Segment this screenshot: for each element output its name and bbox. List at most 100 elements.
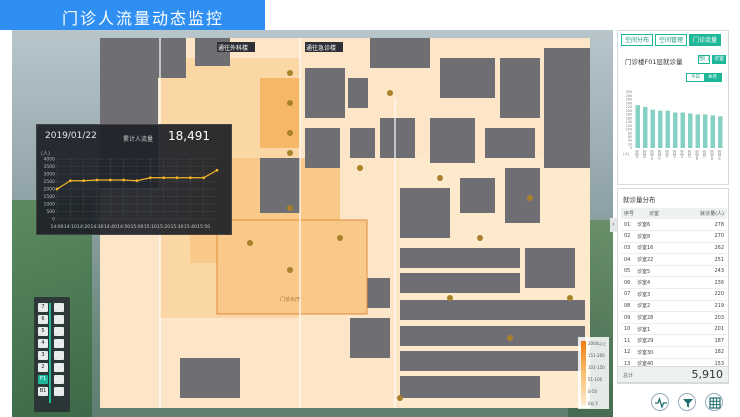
period-option-1[interactable]: 本月 <box>704 74 721 81</box>
bar <box>703 114 708 148</box>
bar-category-label: 诊室4 <box>672 150 677 158</box>
floor-label: 6 <box>41 316 45 322</box>
bar-category-label: 诊室28 <box>695 150 700 160</box>
room-bar-chart: 0204060801001201401601802002202402602803… <box>623 90 723 160</box>
floor-button-4[interactable]: 4 <box>38 339 48 348</box>
floor-button-f1[interactable]: F1 <box>38 375 48 384</box>
panel-collapse-handle[interactable]: › <box>610 218 617 232</box>
row-no: 08 <box>621 300 637 313</box>
floor-button-3[interactable]: 3 <box>38 351 48 360</box>
filter-button[interactable] <box>678 393 696 411</box>
bar-category-label: 诊室3 <box>680 150 685 158</box>
tab-1[interactable]: 空间管理 <box>655 34 688 46</box>
floor-button-5[interactable]: 5 <box>38 327 48 336</box>
bar-category-label: 诊室22 <box>657 150 662 160</box>
y-tick-label: 500 <box>46 209 55 215</box>
floor-button-b1[interactable]: B1 <box>38 387 48 396</box>
row-no: 06 <box>621 276 637 290</box>
grid-icon <box>709 397 721 409</box>
x-tick-label: 15:20 <box>157 224 170 230</box>
row-count: 201 <box>671 323 727 336</box>
y-tick-label: 2500 <box>44 179 56 185</box>
period-option-0[interactable]: 今日 <box>691 75 700 80</box>
flow-point <box>148 176 152 180</box>
bar-y-tick: 120 <box>626 124 632 128</box>
bar-y-tick: 140 <box>626 120 632 124</box>
row-room: 诊室5 <box>637 265 672 278</box>
floor-view-toggle[interactable] <box>54 363 64 372</box>
floor-button-6[interactable]: 6 <box>38 315 48 324</box>
dept-button[interactable]: 部门 <box>698 55 710 64</box>
row-no: 01 <box>621 219 637 232</box>
flow-point <box>108 178 112 182</box>
bar-y-tick: 60 <box>628 135 632 139</box>
pulse-button[interactable] <box>651 393 669 411</box>
tab-2[interactable]: 门诊流量 <box>689 34 722 46</box>
row-room: 诊室1 <box>637 323 672 336</box>
row-no: 12 <box>621 346 637 359</box>
row-count: 220 <box>671 288 727 301</box>
row-room: 诊室3 <box>637 288 672 301</box>
bar-y-tick: 100 <box>626 128 632 132</box>
popup-unit: (人) <box>41 151 50 157</box>
floor-view-toggle[interactable] <box>54 327 64 336</box>
flow-point <box>188 176 192 180</box>
row-count: 219 <box>671 300 727 313</box>
floor-label: F1 <box>39 376 47 382</box>
bar-y-tick: 300 <box>626 90 632 94</box>
bar-y-tick: 180 <box>626 113 632 117</box>
floor-view-toggle[interactable] <box>54 387 64 396</box>
floor-view-toggle[interactable] <box>54 375 64 384</box>
col-no: 序号 <box>621 208 637 219</box>
row-no: 11 <box>621 334 637 348</box>
tab-0[interactable]: 空间分布 <box>621 34 654 46</box>
legend-tick: 2000以上 <box>588 341 607 346</box>
flow-point <box>68 179 72 183</box>
pulse-icon <box>655 397 667 409</box>
floor-button-7[interactable]: 7 <box>38 303 48 312</box>
popup-date: 2019/01/22 <box>45 131 97 141</box>
floor-view-toggle[interactable] <box>54 351 64 360</box>
row-count: 182 <box>671 346 727 359</box>
legend-tick: 0以下 <box>588 401 599 406</box>
popup-total-label: 累计人流量 <box>123 136 154 143</box>
y-tick-label: 3000 <box>44 172 56 178</box>
floor-button-2[interactable]: 2 <box>38 363 48 372</box>
y-tick-label: 0 <box>52 217 55 223</box>
legend-tick: 101-150 <box>588 365 605 370</box>
bar <box>718 116 723 148</box>
row-room: 诊室2 <box>637 300 672 313</box>
row-count: 187 <box>671 334 727 348</box>
room-button[interactable]: 诊室 <box>712 55 726 64</box>
bar <box>710 115 715 148</box>
x-tick-label: 14:20 <box>77 224 90 230</box>
x-tick-label: 15:40 <box>184 224 197 230</box>
grid-button[interactable] <box>705 393 723 411</box>
x-tick-label: 14:00 <box>51 224 64 230</box>
bar-y-tick: 220 <box>626 105 632 109</box>
x-tick-label: 14:30 <box>91 224 104 230</box>
bar-y-tick: 260 <box>626 98 632 102</box>
bar-y-tick: 0 <box>630 146 632 150</box>
floor-view-toggle[interactable] <box>54 339 64 348</box>
floor-view-toggle[interactable] <box>54 303 64 312</box>
floor-view-toggle[interactable] <box>54 315 64 324</box>
row-room: 诊室6 <box>637 219 672 232</box>
legend-gradient <box>581 341 586 405</box>
bar <box>665 110 670 148</box>
row-room: 诊室4 <box>637 276 672 290</box>
